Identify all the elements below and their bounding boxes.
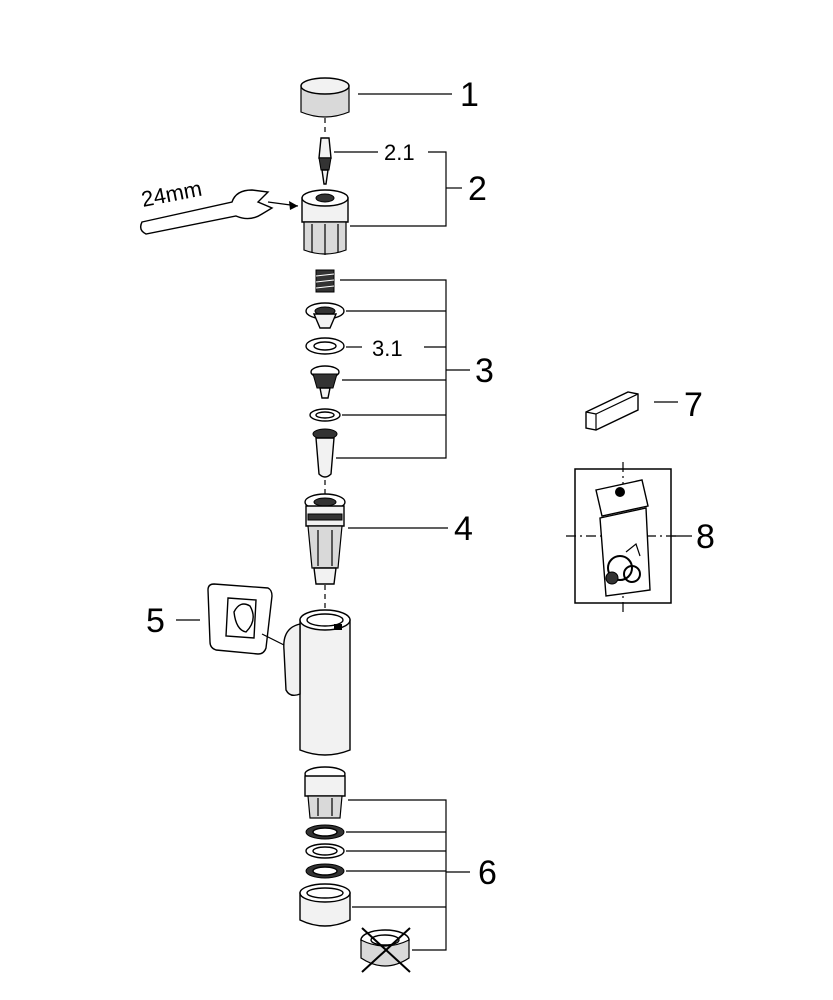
- part-6-adapter: [304, 766, 346, 819]
- part-3-o-ring: [309, 408, 341, 422]
- callout-1: 1: [460, 76, 479, 114]
- callout-6: 6: [478, 854, 497, 892]
- wrench-tool: [139, 189, 299, 235]
- part-3-valve-seat: [305, 302, 345, 329]
- part-2-1-spindle: [318, 137, 332, 185]
- leader-bracket-6: [348, 799, 447, 951]
- leader-bracket-3: [336, 279, 447, 459]
- part-3-spring: [315, 269, 335, 293]
- leader-bracket-2: [350, 151, 447, 227]
- part-7-key: [585, 391, 639, 431]
- part-6-washer: [305, 843, 345, 859]
- part-6-aerator: [299, 883, 351, 927]
- part-3-check-valve: [310, 365, 340, 399]
- callout-7: 7: [684, 386, 703, 424]
- part-6-o-ring-1: [305, 824, 345, 840]
- callout-2: 2: [468, 170, 487, 208]
- part-3-piston: [312, 428, 338, 478]
- part-3-1-washer: [305, 337, 345, 355]
- part-2-headpart: [301, 189, 349, 255]
- valve-body: [283, 609, 351, 756]
- part-6-crossed-out-aerator: [360, 927, 411, 973]
- callout-3: 3: [475, 352, 494, 390]
- callout-4: 4: [454, 510, 473, 548]
- callout-8: 8: [696, 518, 715, 556]
- part-4-cartridge: [304, 493, 346, 585]
- callout-3-1: 3.1: [372, 336, 403, 361]
- part-6-o-ring-2: [305, 863, 345, 879]
- part-5-wall-plate: [207, 583, 291, 655]
- tool-label: 24mm: [139, 176, 204, 212]
- callout-5: 5: [146, 602, 165, 640]
- part-1-cap: [300, 77, 350, 118]
- part-8-service-kit: [566, 462, 680, 612]
- callout-2-1: 2.1: [384, 140, 415, 165]
